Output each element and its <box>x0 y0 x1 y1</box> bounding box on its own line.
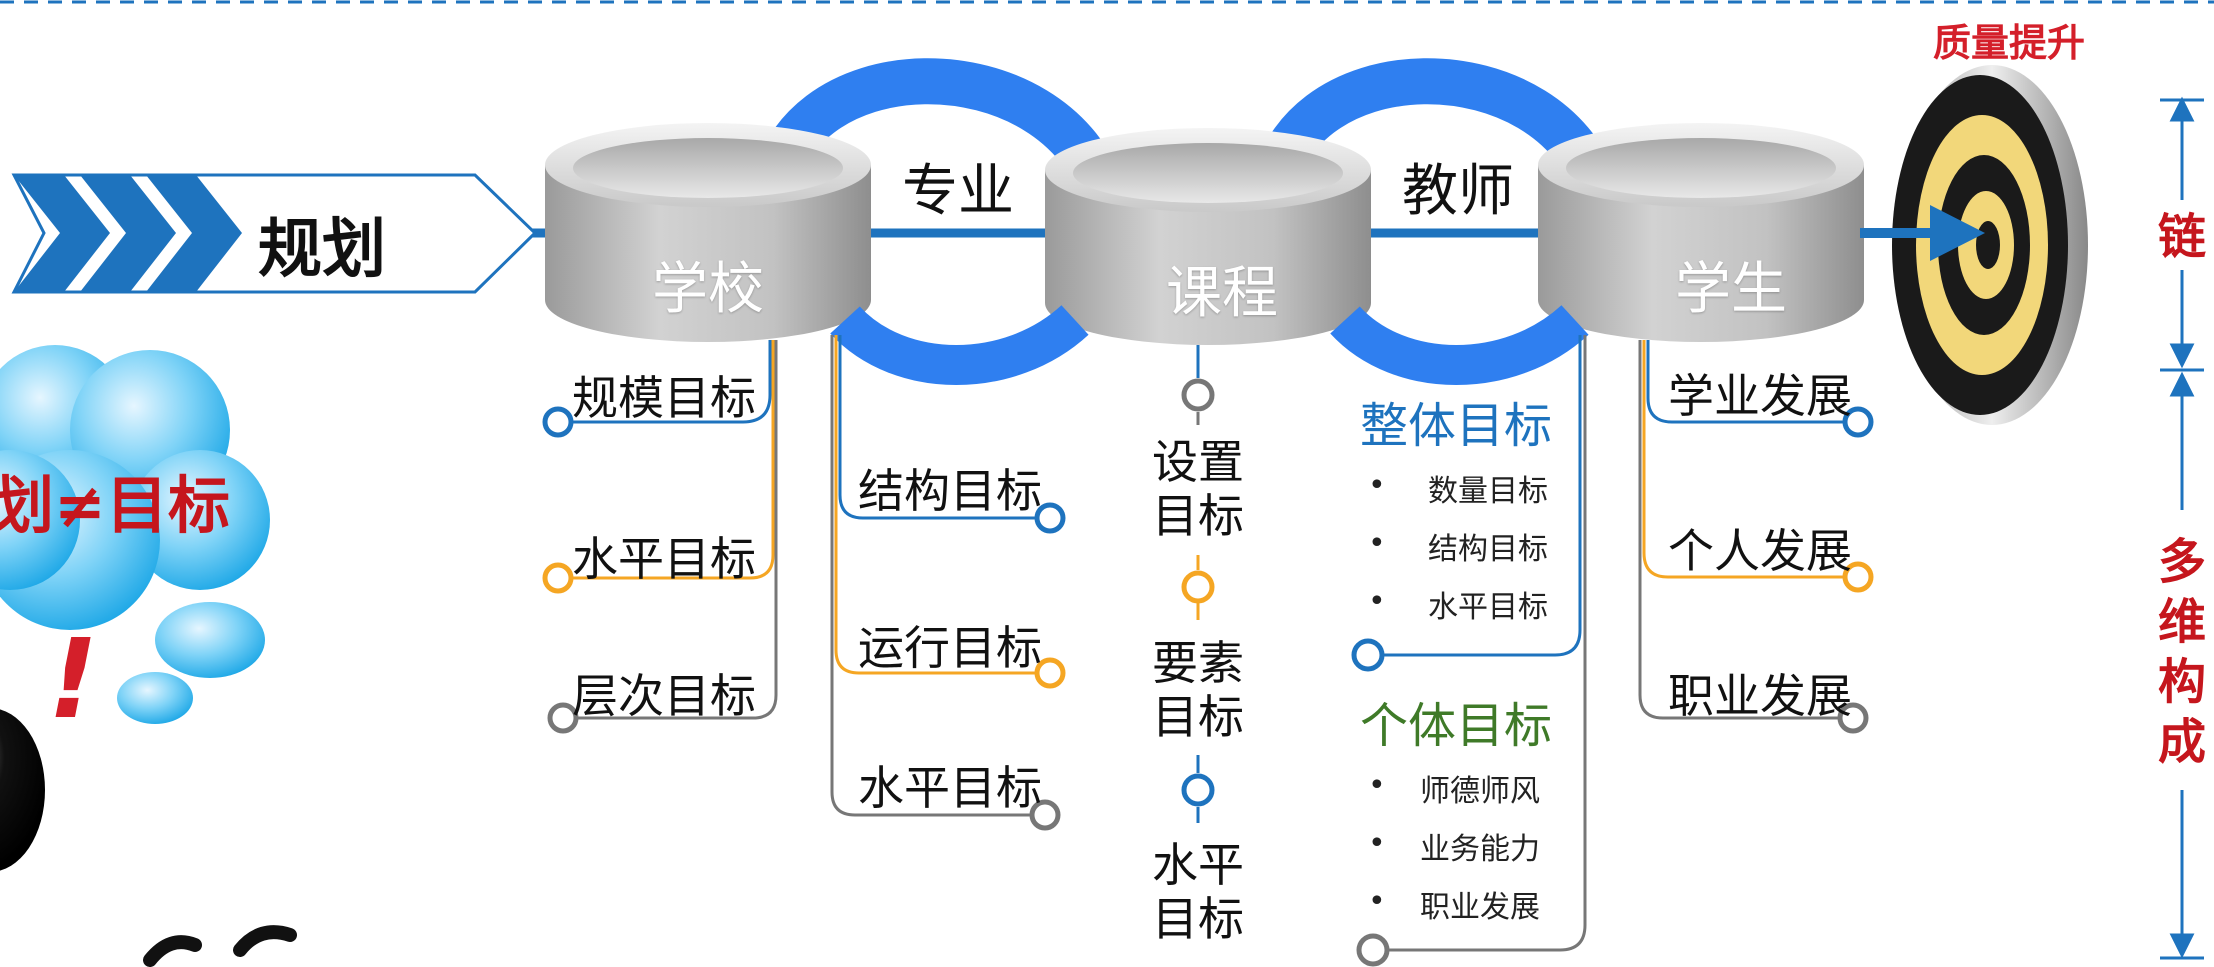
planning-arrow-label: 规划 <box>258 213 386 287</box>
student-goal-1: 学业发展 <box>1668 369 1852 423</box>
node-school-label: 学校 <box>652 257 764 322</box>
node-course-2 <box>1181 570 1215 604</box>
node-student-label: 学生 <box>1675 257 1787 322</box>
ring-major-front <box>830 304 1089 385</box>
exclaim-mark: ! <box>48 615 99 743</box>
ring-teacher-front <box>1330 304 1589 385</box>
major-goal-3: 水平目标 <box>858 761 1042 815</box>
course-goal-1: 设置目标 <box>1152 435 1244 543</box>
node-student-1 <box>1842 406 1874 438</box>
student-goal-3: 职业发展 <box>1668 669 1852 723</box>
brush-stroke-partial <box>143 925 297 967</box>
major-connectors <box>830 335 1050 817</box>
teacher-ind-bullet-1: • <box>1368 768 1386 803</box>
teacher-ind-item-1: 师德师风 <box>1420 774 1540 809</box>
target-graphic <box>1892 65 2088 425</box>
node-major-label: 专业 <box>902 159 1014 224</box>
teacher-whole-item-2: 结构目标 <box>1428 532 1548 567</box>
teacher-individual-title: 个体目标 <box>1360 698 1553 754</box>
node-school-1 <box>542 406 574 438</box>
planning-arrow <box>11 173 538 294</box>
school-connectors <box>560 340 778 720</box>
teacher-ind-bullet-3: • <box>1368 884 1386 919</box>
side-label-multi: 多维构成 <box>2157 534 2206 770</box>
side-label-chain: 链 <box>2157 209 2206 265</box>
node-student-2 <box>1842 561 1874 593</box>
teacher-whole-bullet-1: • <box>1368 468 1386 503</box>
school-goal-3: 层次目标 <box>572 669 756 723</box>
student-goal-2: 个人发展 <box>1668 524 1852 578</box>
black-ball <box>0 709 45 871</box>
teacher-connectors <box>1370 335 1587 952</box>
teacher-ind-item-2: 业务能力 <box>1420 832 1540 867</box>
side-bracket <box>2160 96 2204 960</box>
cylinder-school <box>545 123 871 342</box>
teacher-whole-bullet-2: • <box>1368 526 1386 561</box>
teacher-ind-item-3: 职业发展 <box>1420 890 1540 925</box>
teacher-whole-item-1: 数量目标 <box>1428 474 1548 509</box>
major-goal-1: 结构目标 <box>858 464 1042 518</box>
teacher-whole-item-3: 水平目标 <box>1428 590 1548 625</box>
target-label: 质量提升 <box>1933 21 2086 65</box>
node-major-2 <box>1034 657 1066 689</box>
thought-cloud <box>0 345 270 724</box>
major-goal-2: 运行目标 <box>858 621 1042 675</box>
teacher-whole-bullet-3: • <box>1368 584 1386 619</box>
node-course-3 <box>1181 773 1215 807</box>
node-teacher-2 <box>1356 933 1390 967</box>
course-goal-2: 要素目标 <box>1152 636 1244 744</box>
node-teacher-1 <box>1351 638 1385 672</box>
course-goal-3: 水平目标 <box>1152 838 1244 946</box>
school-goal-1: 规模目标 <box>572 371 756 425</box>
cloud-text: 划≠目标 <box>0 469 230 542</box>
teacher-whole-title: 整体目标 <box>1360 398 1553 454</box>
cylinder-student <box>1538 123 1864 342</box>
node-course-label: 课程 <box>1166 261 1278 326</box>
node-major-3 <box>1029 799 1061 831</box>
teacher-ind-bullet-2: • <box>1368 826 1386 861</box>
target-arrow-head <box>1930 205 1985 261</box>
student-connectors <box>1638 340 1858 720</box>
node-major-1 <box>1034 502 1066 534</box>
node-school-3 <box>547 702 579 734</box>
node-teacher-label: 教师 <box>1402 159 1514 224</box>
node-course-1 <box>1181 378 1215 412</box>
cylinder-course <box>1045 128 1371 345</box>
node-school-2 <box>542 562 574 594</box>
node-student-3 <box>1837 702 1869 734</box>
school-goal-2: 水平目标 <box>572 532 756 586</box>
